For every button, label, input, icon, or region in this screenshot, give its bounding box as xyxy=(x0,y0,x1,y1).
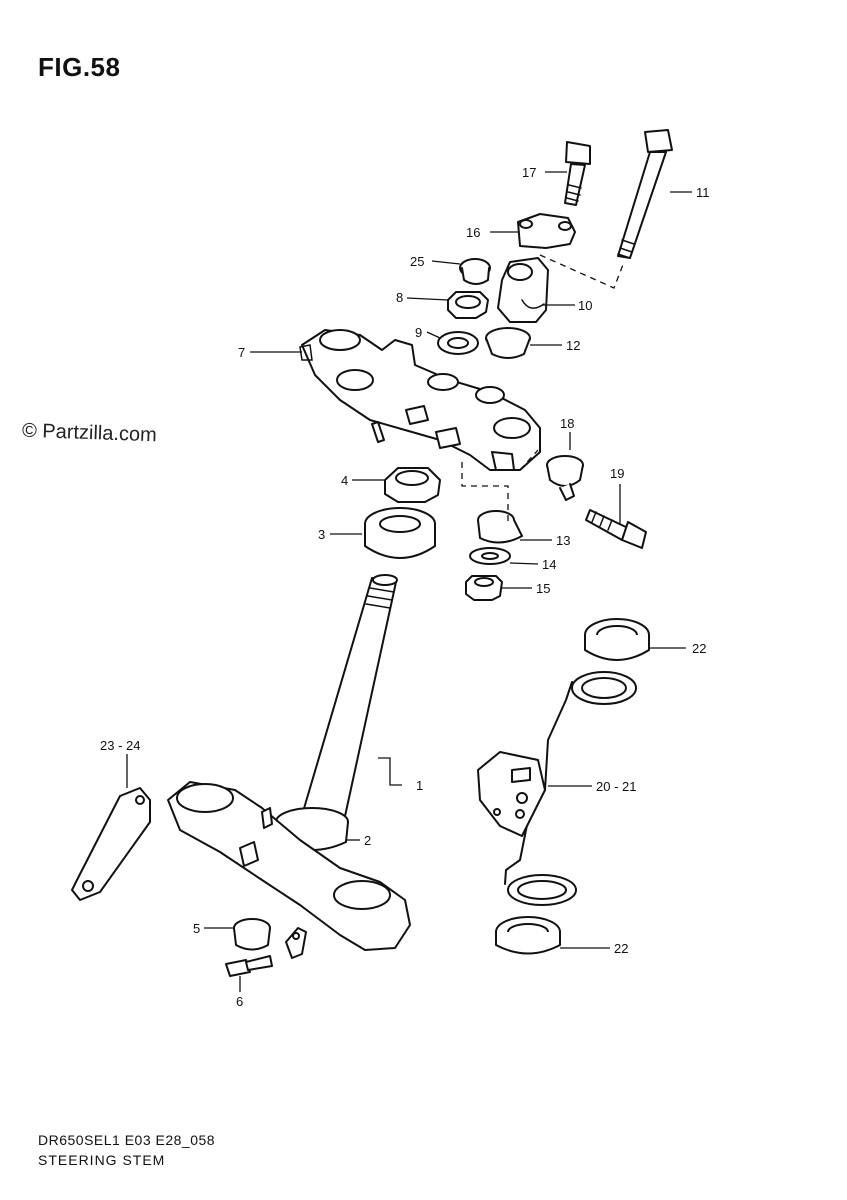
part-11-long-bolt[interactable] xyxy=(617,129,673,259)
part-16-clamp-cap[interactable] xyxy=(517,213,576,249)
callout-10: 10 xyxy=(578,298,592,313)
callout-7: 7 xyxy=(238,345,245,360)
model-code: DR650SEL1 E03 E28_058 xyxy=(38,1132,216,1148)
callout-22-upper: 22 xyxy=(692,641,706,656)
part-12-cushion[interactable] xyxy=(485,327,531,359)
callout-6: 6 xyxy=(236,994,243,1009)
callout-15: 15 xyxy=(536,581,550,596)
assembly-guide-lines xyxy=(461,254,625,522)
callout-14: 14 xyxy=(542,557,556,572)
part-18-clamp[interactable] xyxy=(546,455,584,501)
part-7-upper-bracket[interactable] xyxy=(299,329,541,471)
part-5-cushion[interactable] xyxy=(233,918,271,951)
part-20-21-headlight-bracket[interactable] xyxy=(477,671,637,906)
part-6-bolt[interactable] xyxy=(225,955,273,977)
part-23-24-hose-guide[interactable] xyxy=(71,787,151,901)
part-17-bolt[interactable] xyxy=(564,141,591,206)
callout-20-21: 20 - 21 xyxy=(596,779,636,794)
part-8-nut[interactable] xyxy=(447,291,489,319)
callout-23-24: 23 - 24 xyxy=(100,738,140,753)
part-1-steering-stem[interactable] xyxy=(299,574,398,831)
callout-16: 16 xyxy=(466,225,480,240)
callout-5: 5 xyxy=(193,921,200,936)
part-15-nut[interactable] xyxy=(465,575,503,601)
callout-13: 13 xyxy=(556,533,570,548)
part-9-washer[interactable] xyxy=(437,331,479,355)
callout-3: 3 xyxy=(318,527,325,542)
callout-25: 25 xyxy=(410,254,424,269)
part-14-washer[interactable] xyxy=(469,547,511,565)
callout-11: 11 xyxy=(696,185,710,200)
lower-bracket[interactable] xyxy=(167,781,411,951)
part-25-cap[interactable] xyxy=(459,258,491,285)
part-22-grommet-lower[interactable] xyxy=(495,916,561,955)
callout-22-lower: 22 xyxy=(614,941,628,956)
callout-12: 12 xyxy=(566,338,580,353)
callout-8: 8 xyxy=(396,290,403,305)
assembly-name: STEERING STEM xyxy=(38,1152,166,1168)
callout-4: 4 xyxy=(341,473,348,488)
part-4-steering-nut[interactable] xyxy=(384,467,441,503)
leader-lines xyxy=(126,171,692,992)
callout-labels: 1 2 3 4 5 6 7 8 9 10 11 12 13 14 15 16 1… xyxy=(100,165,710,1009)
callout-2: 2 xyxy=(364,833,371,848)
callout-9: 9 xyxy=(415,325,422,340)
callout-19: 19 xyxy=(610,466,624,481)
callout-18: 18 xyxy=(560,416,574,431)
part-3-bearing[interactable] xyxy=(364,507,436,559)
callout-17: 17 xyxy=(522,165,536,180)
part-22-grommet-upper[interactable] xyxy=(584,618,650,661)
callout-1: 1 xyxy=(416,778,423,793)
part-13-cushion[interactable] xyxy=(477,510,523,544)
figure-title: FIG.58 xyxy=(38,52,121,82)
part-19-bolt[interactable] xyxy=(585,509,647,549)
part-10-handlebar-holder[interactable] xyxy=(497,257,549,323)
hose-bracket-plate[interactable] xyxy=(285,927,307,959)
